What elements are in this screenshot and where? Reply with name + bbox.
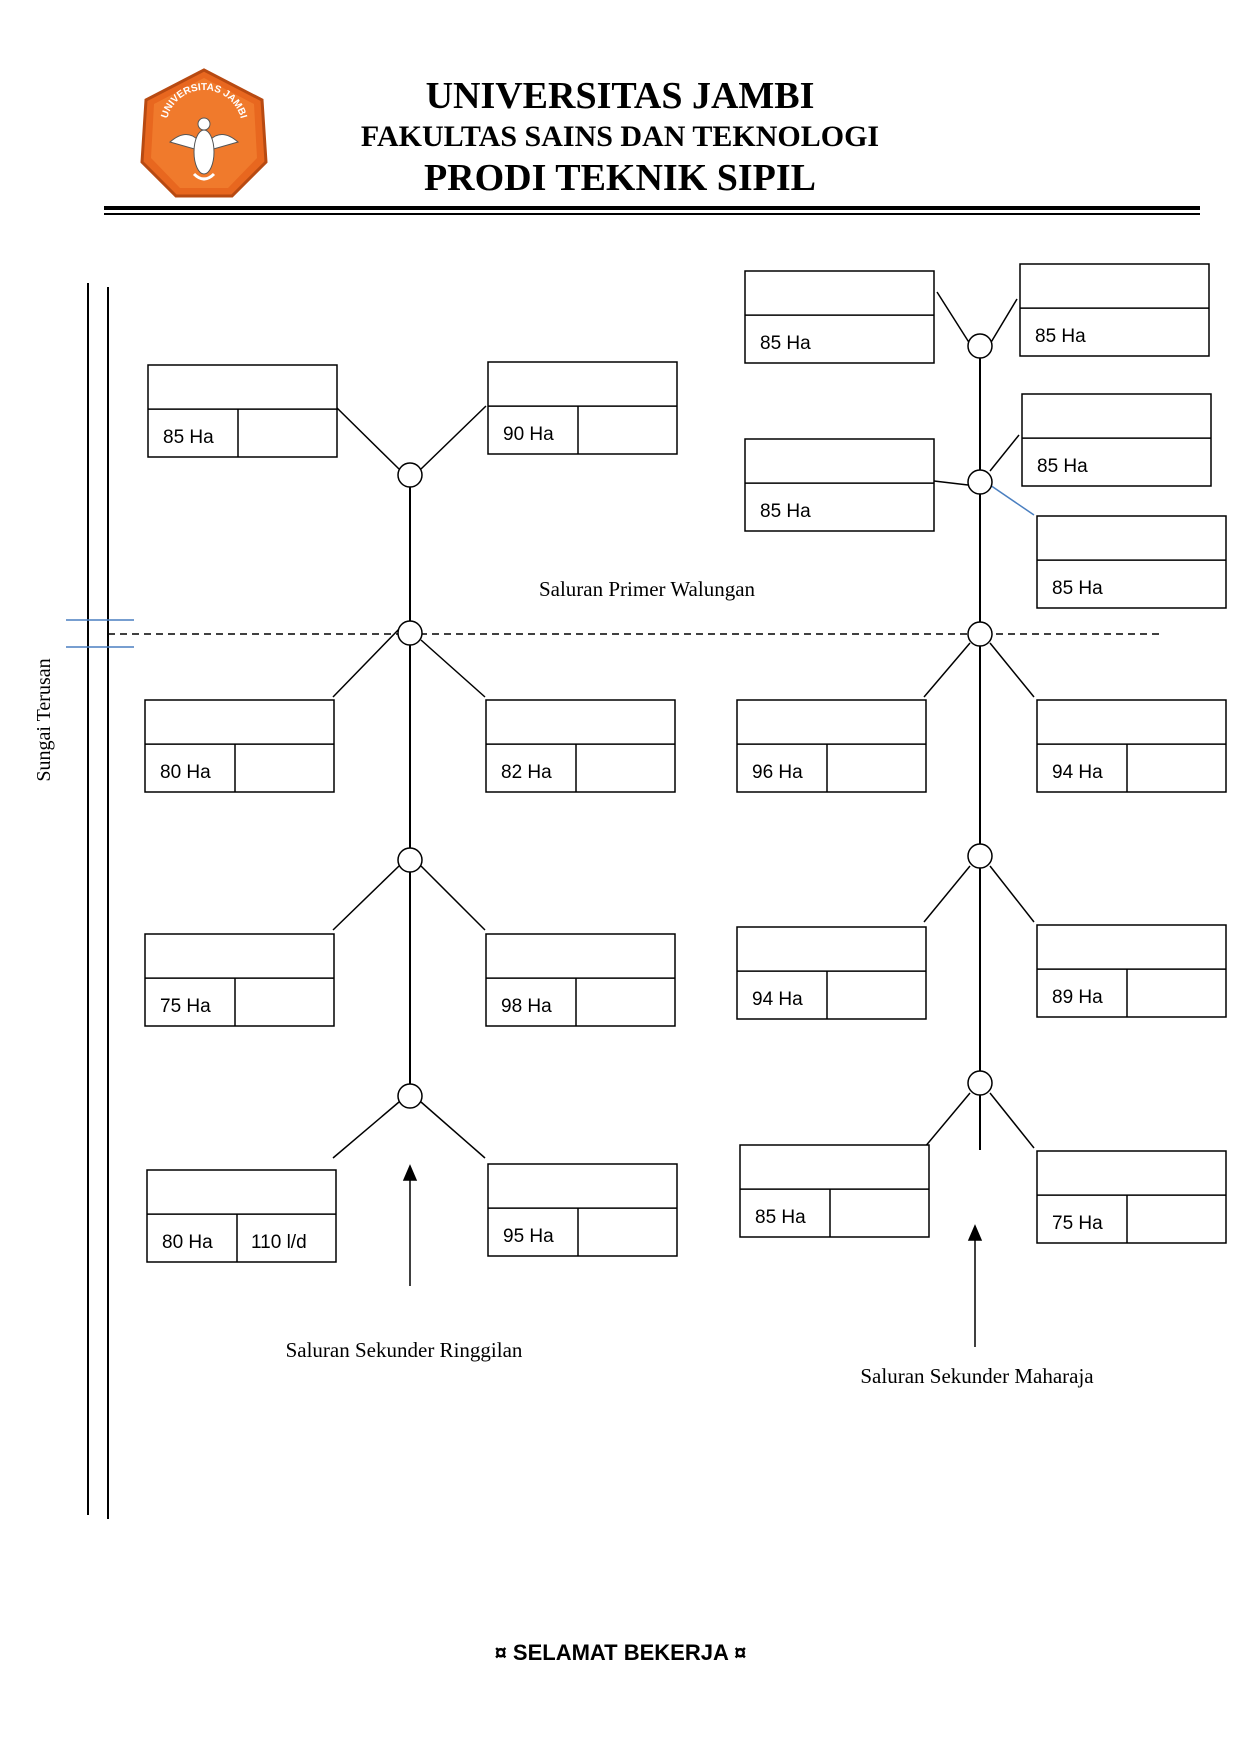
plot-box: 75 Ha <box>144 933 335 1027</box>
plot-box: 89 Ha <box>1036 924 1227 1018</box>
header-rule-thin <box>104 213 1200 215</box>
plot-box: 94 Ha <box>736 926 927 1020</box>
intake-marker <box>66 619 134 648</box>
plot-area-label: 85 Ha <box>755 1207 806 1228</box>
plot-area-label: 85 Ha <box>163 427 214 448</box>
secondary-right-label: Saluran Sekunder Maharaja <box>860 1364 1094 1388</box>
river <box>87 283 109 1519</box>
plot-box: 85 Ha <box>1021 393 1212 487</box>
plot-box: 85 Ha <box>744 438 935 532</box>
river-label: Sungai Terusan <box>33 658 55 781</box>
plot-flow-label: 110 l/d <box>251 1232 307 1253</box>
program-name: PRODI TEKNIK SIPIL <box>423 157 817 199</box>
plot-boxes: 85 Ha 90 Ha 80 Ha 82 Ha 75 Ha 98 Ha 80 Ha 110 l… <box>144 263 1227 1263</box>
plot-area-label: 90 Ha <box>503 424 554 445</box>
faculty-name: FAKULTAS SAINS DAN TEKNOLOGI <box>360 120 880 153</box>
primary-canal-label: Saluran Primer Walungan <box>539 577 756 601</box>
plot-area-label: 85 Ha <box>760 501 811 522</box>
plot-box: 85 Ha <box>147 364 338 458</box>
branch-line-blue <box>989 484 1035 516</box>
plot-area-label: 82 Ha <box>501 762 552 783</box>
plot-box: 85 Ha <box>1019 263 1210 357</box>
plot-area-label: 75 Ha <box>1052 1213 1103 1234</box>
plot-box: 82 Ha <box>485 699 676 793</box>
plot-box: 85 Ha <box>744 270 935 364</box>
university-name: UNIVERSITAS JAMBI <box>425 75 815 117</box>
plot-box: 80 Ha <box>144 699 335 793</box>
junction-nodes <box>397 333 993 1109</box>
plot-area-label: 98 Ha <box>501 996 552 1017</box>
plot-area-label: 94 Ha <box>752 989 803 1010</box>
plot-box: 90 Ha <box>487 361 678 455</box>
plot-area-label: 96 Ha <box>752 762 803 783</box>
footer-text: ¤ SELAMAT BEKERJA ¤ <box>494 1640 747 1665</box>
header-rule-thick <box>104 206 1200 210</box>
university-logo: UNIVERSITAS JAMBI <box>140 68 268 198</box>
branch-lines <box>332 291 1035 1159</box>
plot-box: 85 Ha <box>1036 515 1227 609</box>
flow-arrows <box>402 1164 983 1347</box>
plot-area-label: 85 Ha <box>760 333 811 354</box>
plot-box: 75 Ha <box>1036 1150 1227 1244</box>
plot-area-label: 80 Ha <box>160 762 211 783</box>
plot-box: 95 Ha <box>487 1163 678 1257</box>
plot-area-label: 85 Ha <box>1052 578 1103 599</box>
plot-box: 96 Ha <box>736 699 927 793</box>
plot-area-label: 89 Ha <box>1052 987 1103 1008</box>
plot-area-label: 94 Ha <box>1052 762 1103 783</box>
plot-box: 94 Ha <box>1036 699 1227 793</box>
plot-area-label: 80 Ha <box>162 1232 213 1253</box>
plot-area-label: 85 Ha <box>1035 326 1086 347</box>
plot-box: 85 Ha <box>739 1144 930 1238</box>
plot-area-label: 95 Ha <box>503 1226 554 1247</box>
plot-box: 98 Ha <box>485 933 676 1027</box>
plot-box: 80 Ha 110 l/d <box>146 1169 337 1263</box>
secondary-left-label: Saluran Sekunder Ringgilan <box>286 1338 523 1362</box>
plot-area-label: 75 Ha <box>160 996 211 1017</box>
plot-area-label: 85 Ha <box>1037 456 1088 477</box>
